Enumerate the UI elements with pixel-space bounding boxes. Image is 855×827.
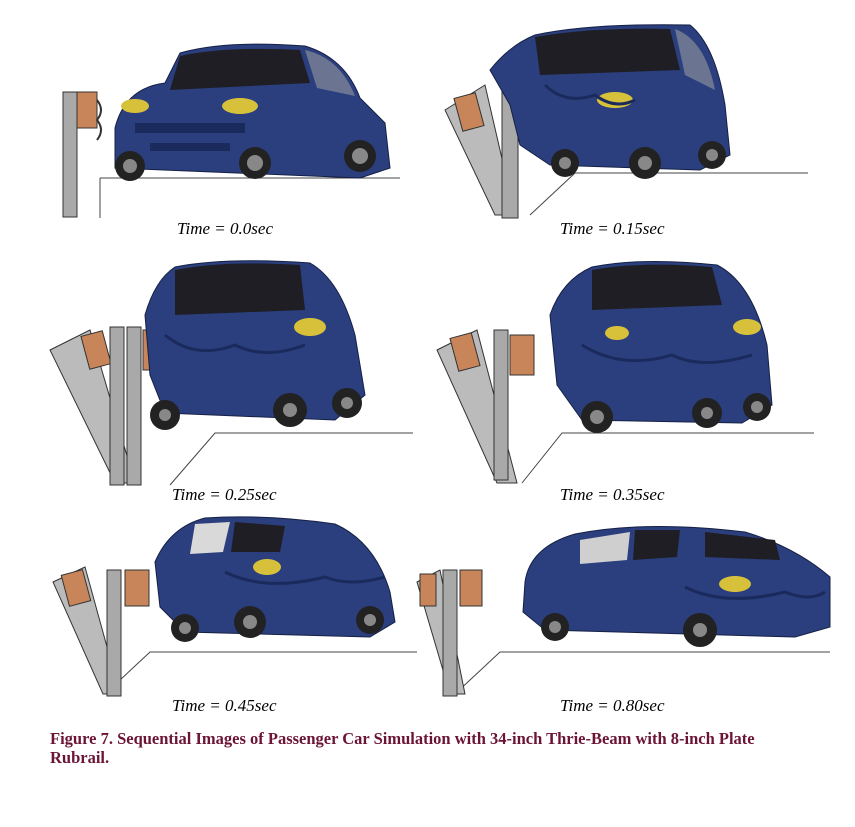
frame-t080 (415, 512, 835, 697)
frame-t025 (45, 255, 425, 487)
simulation-image-t025 (49, 260, 413, 486)
caption-t0: Time = 0.0sec (177, 219, 273, 238)
simulation-image-t080 (416, 525, 831, 697)
simulation-image-t0 (62, 43, 400, 218)
frame-t0 (55, 28, 425, 218)
frame-t035 (432, 255, 817, 487)
caption-t045: Time = 0.45sec (172, 696, 277, 715)
frame-t015 (440, 15, 815, 220)
figure-caption: Figure 7. Sequential Images of Passenger… (50, 729, 755, 767)
caption-t015: Time = 0.15sec (560, 219, 665, 238)
simulation-image-t045 (52, 516, 417, 697)
simulation-image-t035 (436, 260, 814, 484)
frame-t045 (45, 512, 425, 697)
caption-t035: Time = 0.35sec (560, 485, 665, 504)
caption-t025: Time = 0.25sec (172, 485, 277, 504)
caption-t080: Time = 0.80sec (560, 696, 665, 715)
simulation-image-t015 (444, 24, 808, 219)
